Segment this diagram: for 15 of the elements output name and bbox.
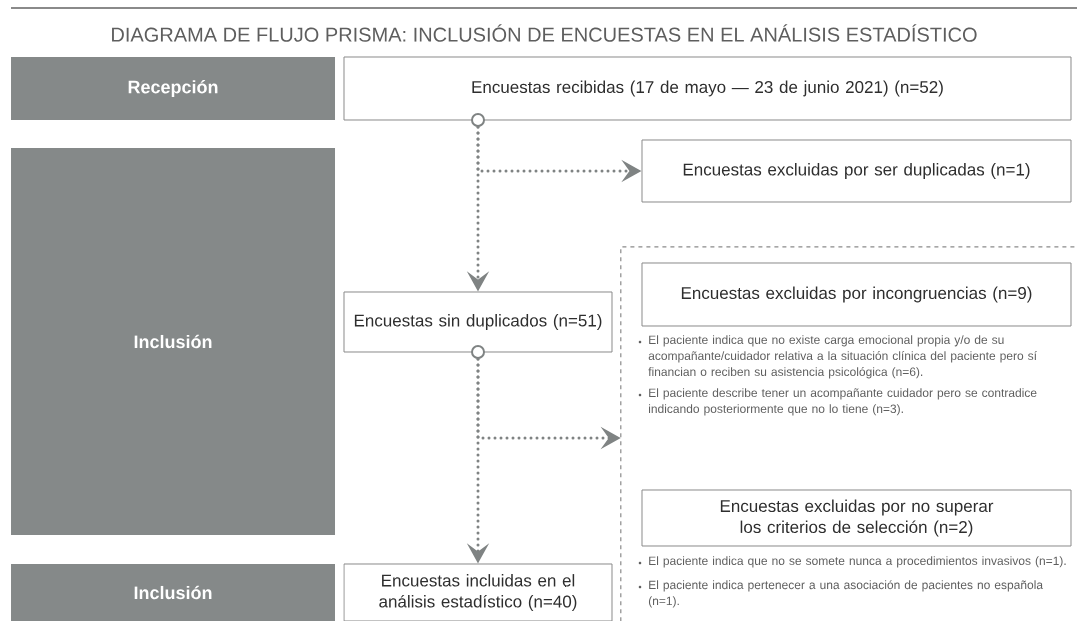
process-box: Encuestas excluidas por no superar los criterios de selección (n=2) bbox=[641, 489, 1072, 547]
process-box: Encuestas incluidas en el análisis estadístico (n=40) bbox=[343, 563, 613, 621]
stage-band: Recepción bbox=[11, 57, 335, 120]
stage-band: Inclusión bbox=[11, 564, 335, 621]
process-box: Encuestas excluidas por ser duplicadas (n=1) bbox=[641, 139, 1072, 203]
stage-band: Inclusión bbox=[11, 148, 335, 535]
title: DIAGRAMA DE FLUJO PRISMA: INCLUSIÓN DE ENCUESTAS EN EL ANÁLISIS ESTADÍSTICO bbox=[112, 24, 977, 42]
bullet-text: El paciente indica que no existe carga emocional propia y/o de su acompañante/cuidador relativa a la situación clínica del paciente pero sí financian o reciben su asistencia psicológica (n=6). bbox=[648, 335, 1037, 379]
bullet-text: El paciente indica que no se somete nunca a procedimientos invasivos (n=1). bbox=[649, 556, 1066, 568]
bullet-text: El paciente indica pertenecer a una asociación de pacientes no española (n=1). bbox=[648, 580, 1043, 608]
process-box: Encuestas sin duplicados (n=51) bbox=[343, 291, 613, 353]
process-box: Encuestas excluidas por incongruencias (n=9) bbox=[641, 262, 1072, 327]
bullet-text: El paciente describe tener un acompañante cuidador pero se contradice indicando posteriormente que no lo tiene (n=3). bbox=[649, 388, 1037, 416]
process-box: Encuestas recibidas (17 de mayo — 23 de junio 2021) (n=52) bbox=[343, 56, 1072, 121]
dashed-region bbox=[620, 246, 1077, 621]
